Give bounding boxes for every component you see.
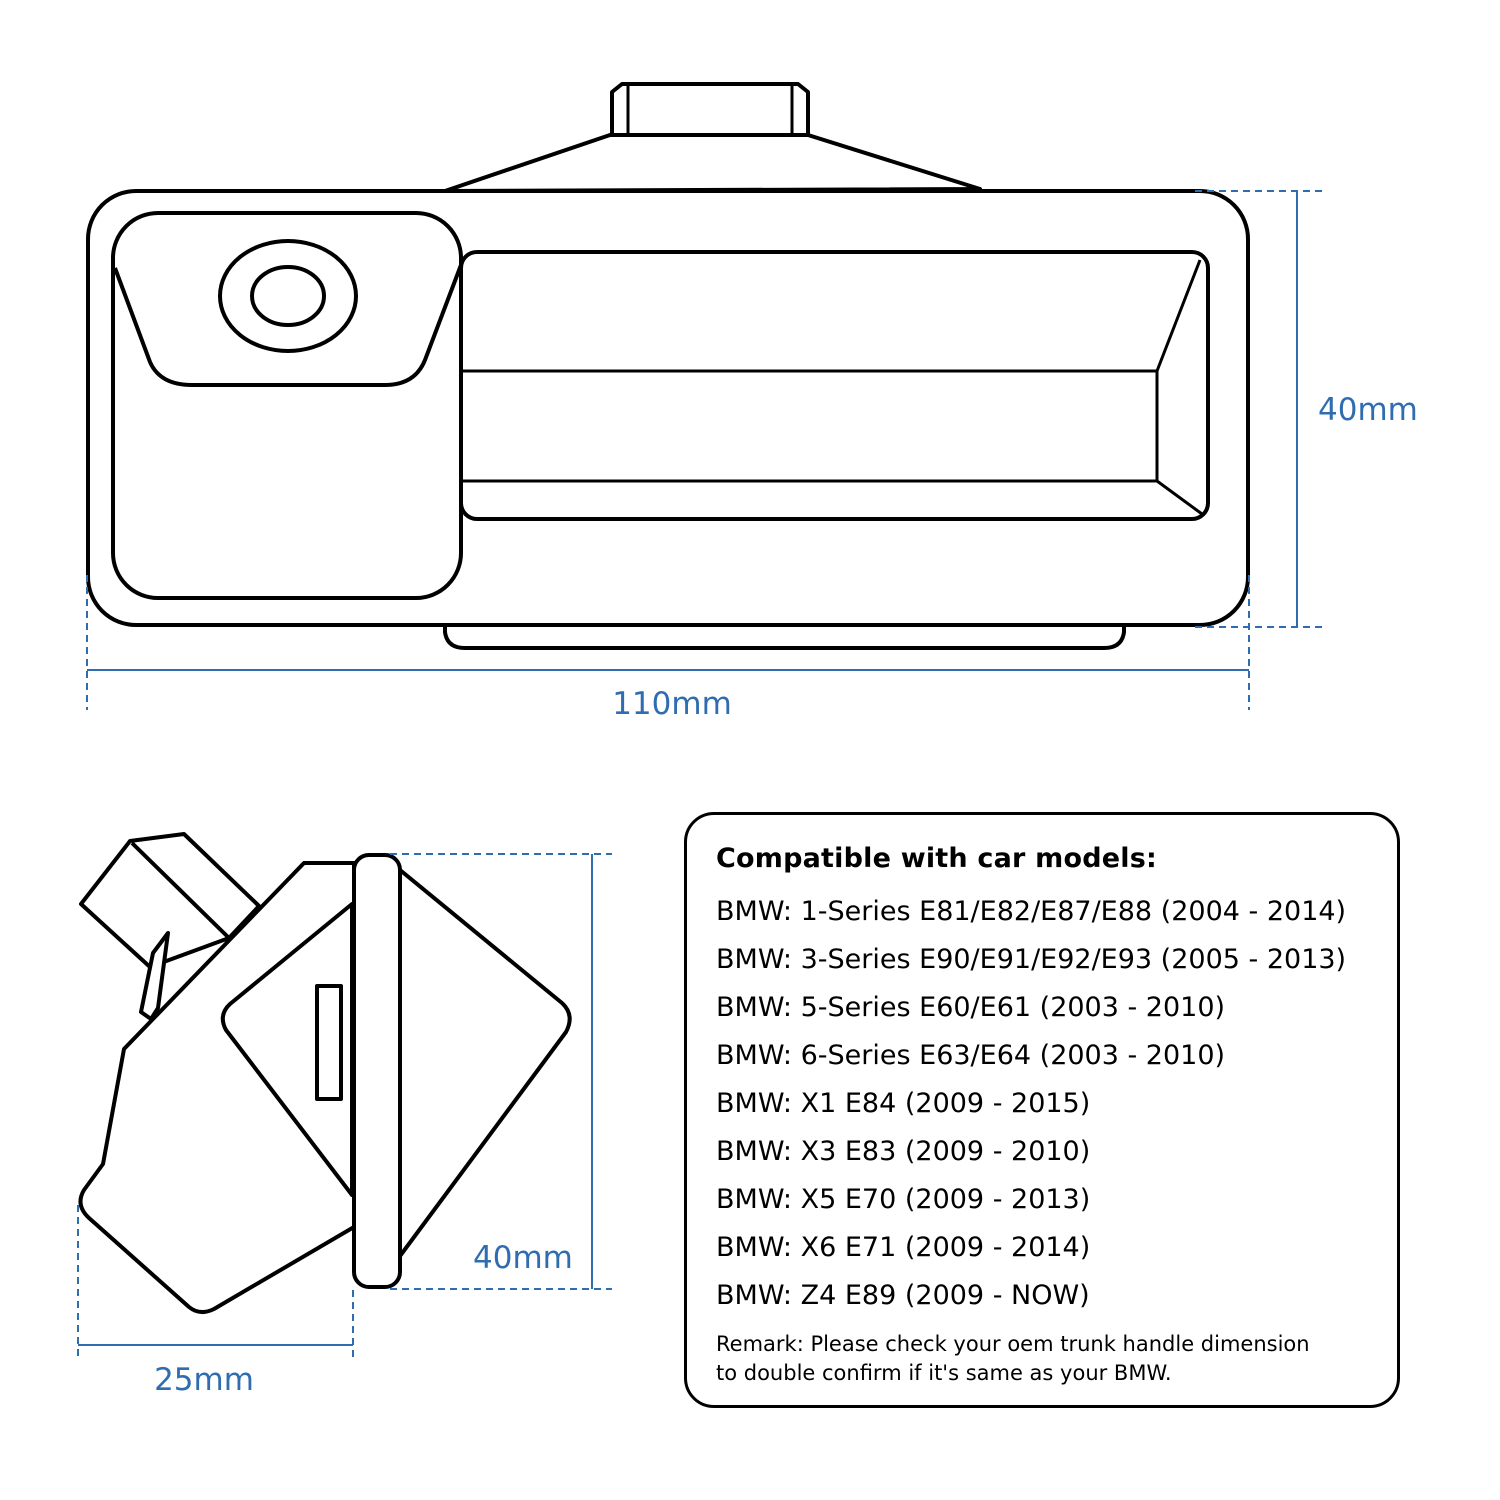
plug <box>610 82 810 137</box>
side-depth-label: 25mm <box>154 1362 254 1398</box>
remark-line-1: Remark: Please check your oem trunk hand… <box>716 1332 1310 1356</box>
latch <box>139 931 170 1021</box>
camera-housing <box>111 211 463 600</box>
model-item: BMW: 5-Series E60/E61 (2003 - 2010) <box>716 992 1226 1023</box>
model-item: BMW: X3 E83 (2009 - 2010) <box>716 1136 1091 1167</box>
model-item: BMW: Z4 E89 (2009 - NOW) <box>716 1280 1090 1311</box>
lens-outer <box>218 239 358 353</box>
inner-diamond <box>220 902 354 1197</box>
top-width-label: 110mm <box>612 686 732 722</box>
side-height-label: 40mm <box>473 1240 573 1276</box>
model-item: BMW: X6 E71 (2009 - 2014) <box>716 1232 1091 1263</box>
top-mount <box>443 133 982 193</box>
camera-hood <box>113 264 463 387</box>
remark-line-2: to double confirm if it's same as your B… <box>716 1361 1172 1385</box>
recess-detail <box>461 259 1203 516</box>
slot <box>315 984 343 1101</box>
model-item: BMW: 3-Series E90/E91/E92/E93 (2005 - 20… <box>716 944 1347 975</box>
model-item: BMW: X5 E70 (2009 - 2013) <box>716 1184 1091 1215</box>
top-view-drawing <box>86 82 1250 650</box>
remark-text: Remark: Please check your oem trunk hand… <box>716 1330 1397 1388</box>
right-diamond <box>398 868 572 1258</box>
lens-icon <box>250 265 326 327</box>
side-dimensions: 40mm 25mm <box>77 853 612 1398</box>
top-dimensions: 40mm 110mm <box>86 190 1418 722</box>
model-item: BMW: 1-Series E81/E82/E87/E88 (2004 - 20… <box>716 896 1347 927</box>
compatibility-box: Compatible with car models: BMW: 1-Serie… <box>684 812 1400 1408</box>
top-height-label: 40mm <box>1318 392 1418 428</box>
model-item: BMW: 6-Series E63/E64 (2003 - 2010) <box>716 1040 1226 1071</box>
compatibility-title: Compatible with car models: <box>716 843 1158 874</box>
mount-bar <box>352 853 402 1289</box>
model-item: BMW: X1 E84 (2009 - 2015) <box>716 1088 1091 1119</box>
side-view-drawing <box>78 832 572 1314</box>
handle-recess <box>459 250 1210 521</box>
